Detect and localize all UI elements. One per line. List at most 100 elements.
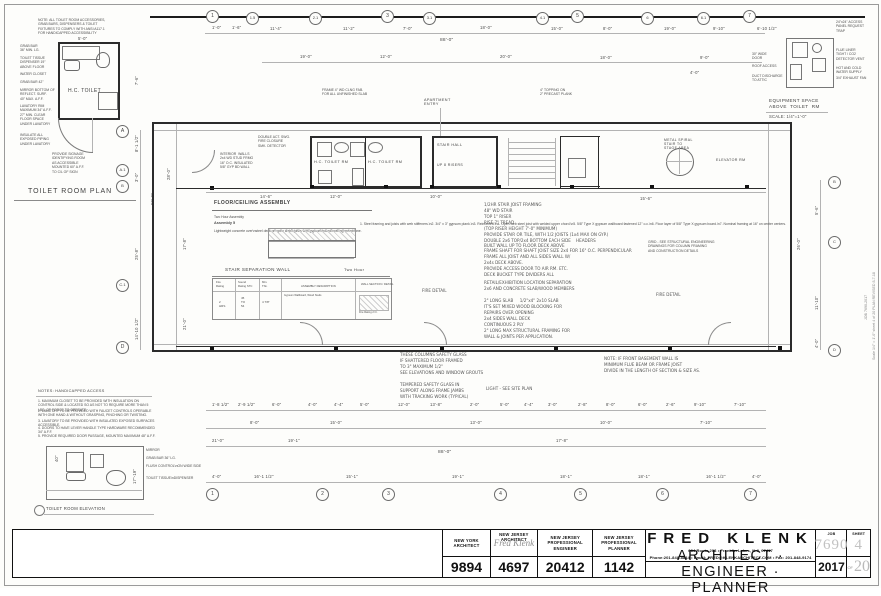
edge-vertical-text-2: JOB 7690-2017 <box>864 294 868 320</box>
annotation-block-b: FRAME SHAFT FOR SHAFT JOIST SIZE 2x4 FOR… <box>484 248 632 277</box>
bot-dim-4: 18'-1" <box>560 474 572 479</box>
plan-wall-bottom <box>152 350 792 352</box>
fca-td-0: 2 HRS <box>219 300 226 308</box>
plan-door-note: DOUBLE ACT. SWG. FIRE CLOSURE SMK. DETEC… <box>258 135 291 148</box>
toilet-leader-note-3: GRAB BAR 42" <box>20 80 44 84</box>
tb-hdr-ny: NEW YORK ARCHITECT <box>453 537 480 548</box>
overall-top-dim: 88'-0" <box>440 38 454 43</box>
fca-th-3: ASSEMBLY DESCRIPTION <box>301 284 336 288</box>
annotation-block-c: RETAIL/EXHIBITION LOCATION SEPARATION 2x… <box>484 280 575 291</box>
plan-frame-note: FRAME 4" WD CLNG FAB. FOR ALL UNFINISHED… <box>322 88 368 97</box>
lavatory-symbol <box>66 472 86 481</box>
annotation-block-d: 2" LONG SLAB 1/2"x4" 2x10 SLAB IT'S SET … <box>484 298 571 339</box>
annotation-block-g: THESE COLUMNS SAFETY GLASS IF SHATTERED … <box>400 352 484 375</box>
equip-note-6: DUCT DISCHARGE TO ATTIC <box>752 74 783 83</box>
fca-th-1: Sound Rating STC <box>238 280 253 288</box>
plan-wall-right <box>790 122 792 352</box>
toilet-plan-dim-h: 5'-0" <box>78 36 88 41</box>
mirror-symbol <box>66 452 84 472</box>
plan-room-label-spiral-stair: METAL SPIRAL STAIR TO STAGE AREA <box>664 138 693 150</box>
bot-dim-1: 16'-1 1/2" <box>254 474 274 479</box>
left-dim-1: 3'-0" <box>134 172 139 182</box>
grid-bubble-bottom-4: 4 <box>494 488 507 501</box>
grid-bubble-left-A1: A.1 <box>116 164 129 177</box>
equip-note-3: 3/4" EXHAUST FAN <box>836 76 867 80</box>
grid-bubble-right-C: C <box>828 236 841 249</box>
equip-note-2: HOT AND COLD WATER SUPPLY <box>836 66 862 75</box>
top-dim-10: 6'-10 1/2" <box>757 26 777 31</box>
sec-dim-8: 2'-0" <box>470 402 480 407</box>
sec-dim-14: 6'-0" <box>638 402 648 407</box>
left-dim-2: 25'-8" <box>134 248 139 260</box>
sec-dim-10: 4'-4" <box>524 402 534 407</box>
fca-td-2: 4 7/8" <box>262 300 270 304</box>
bottom-dimension-line <box>206 482 766 483</box>
equip-note-4: 30" WIDE DOOR <box>752 52 767 61</box>
fca-sub-bold: Assembly 5 <box>214 221 236 225</box>
bot-dim-7: 4'-0" <box>752 474 762 479</box>
grid-bubble-bottom-5: 5 <box>574 488 587 501</box>
toilet-leader-note-1: TOILET TISSUE DISPENSER 19" ABOVE FLOOR <box>20 56 46 69</box>
sec-dim-12: 2'-8" <box>578 402 588 407</box>
toilet-leader-note-5: LAVATORY RIM MAXIMUM 34" A.F.F. 27" MIN.… <box>20 104 52 126</box>
sec-dim-11: 3'-0" <box>548 402 558 407</box>
plan-struct-note: GRID - SEE STRUCTURAL ENGINEERING DRAWIN… <box>648 240 715 253</box>
stair-sep-title: STAIR SEPARATION WALL <box>225 267 291 272</box>
plan-interior-wall-note: INTERIOR WALLS 2x4 WD STUD FRMG 16" O.C.… <box>220 152 254 170</box>
grid-bubble-left-D: D <box>116 341 129 354</box>
sec-dim-5: 5'-0" <box>360 402 370 407</box>
fca-th-2: Min. Thk. <box>262 280 268 288</box>
detail-marker-icon <box>34 505 45 516</box>
plan-wall-top <box>152 122 792 124</box>
left-dim-3: 14'-10 1/2" <box>134 317 139 340</box>
grid-bubble-right-B: B <box>828 176 841 189</box>
tb-firm-name: FRED KLENK <box>647 530 814 547</box>
sec-dim-0: 1'-8 1/2" <box>212 402 230 407</box>
top-dim-2: 11'-4" <box>270 26 282 31</box>
grid-bubble-top-3: 3 <box>381 10 394 23</box>
plan-interior-partition <box>176 188 766 190</box>
top-dim-1: 1'-6" <box>232 25 242 30</box>
edge-vertical-text: Scale 1/4" = 1'-0" sheet 4 of 20 PLAN RE… <box>872 272 876 360</box>
annotation-block-h: TEMPERED SAFETY GLASS IN SUPPORT ALONG F… <box>400 382 469 399</box>
equip-note-5: ROOF ACCESS <box>752 64 777 68</box>
grid-bubble-top-4-1: 4.1 <box>536 12 549 25</box>
fca-th-4: WALL SECTION / DETAIL <box>361 282 394 286</box>
sec-dim-4: 4'-4" <box>334 402 344 407</box>
title-block: NEW YORK ARCHITECT 9894 NEW JERSEY ARCHI… <box>12 529 871 596</box>
handicap-note-0: 1. MAXIMUM CLOSET TO BE PROVIDED WITH IN… <box>38 399 149 412</box>
equip-note-1: FLUE LINER TIGHT / CO2 DETECTOR VENT <box>836 48 865 61</box>
lower-dim-line-1 <box>206 410 766 411</box>
handicap-notes-title: NOTES: HANDICAPPED ACCESS <box>38 389 105 393</box>
annotation-block-i: NOTE: IF FRONT BASEMENT WALL IS MINIMUM … <box>604 356 701 373</box>
grid-bubble-top-6-1: 6.1 <box>697 12 710 25</box>
tb-num-ny: 9894 <box>450 559 483 575</box>
right-dim-1: 11'-10" <box>814 295 819 310</box>
annotation-block-f2: FIRE DETAIL <box>656 292 681 297</box>
tb-hdr-nj-pp: NEW JERSEY PROFESSIONAL PLANNER <box>601 535 637 551</box>
sec-dim-17: 7'-10" <box>734 402 746 407</box>
fca-sub-left: Two Hour Assembly <box>214 215 244 219</box>
tb-firm-address: 684 Route 208 • Franklin Lakes, N.J. 074… <box>688 548 773 553</box>
plan-wall-left <box>152 122 154 352</box>
bot-dim-2: 15'-1" <box>346 474 358 479</box>
sec-dim-1: 2'-9 1/2" <box>238 402 256 407</box>
sec-dim-6: 12'-0" <box>398 402 410 407</box>
grid-bubble-top-1-5: 1.5 <box>246 12 259 25</box>
top-dim-5: 18'-0" <box>480 25 492 30</box>
sec-dim-2: 6'-0" <box>272 402 282 407</box>
tb-sheet-block: SHEET 4 OF 20 <box>847 530 870 577</box>
annotation-block-f: FIRE DETAIL <box>422 288 447 293</box>
toilet-leader-note-0: GRAB BAR 36" MIN. LG. <box>20 44 40 53</box>
plan-room-label-apt-entry: APARTMENT ENTRY <box>424 98 451 106</box>
grid-bubble-top-7: 7 <box>743 10 756 23</box>
toilet-leader-note-6: INSULATE ALL EXPOSED PIPING UNDER LAVATO… <box>20 133 51 146</box>
grid-bubble-right-D: D <box>828 344 841 357</box>
fca-td-1: 45 TO 54 <box>241 296 246 308</box>
grid-bubble-bottom-3: 3 <box>382 488 395 501</box>
tb-job-year: 2017 <box>818 560 845 574</box>
tb-sheet-number: 4 <box>854 536 863 553</box>
sec-dim-3: 4'-0" <box>308 402 318 407</box>
grid-bubble-top-5: 5 <box>571 10 584 23</box>
